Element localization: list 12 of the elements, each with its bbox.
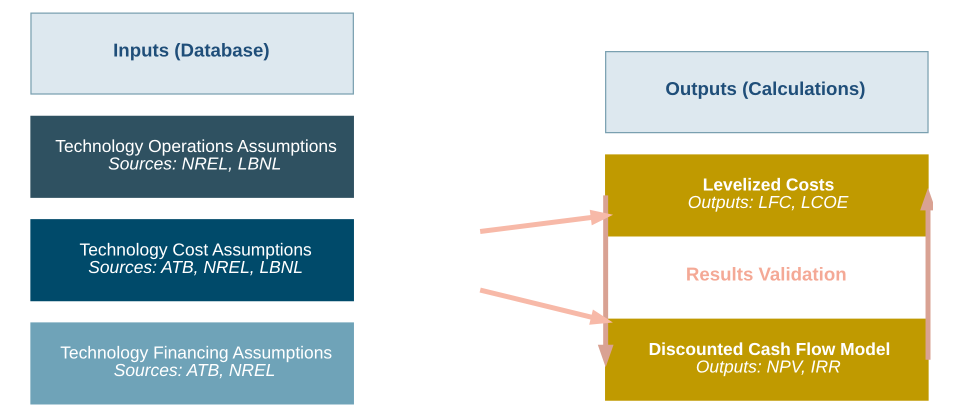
node-box: Technology Financing Assumptions Sources: ATB, NREL [30,322,354,405]
node-box: Technology Operations Assumptions Sources: NREL, LBNL [30,116,354,198]
node-box: Inputs (Database) [30,12,354,95]
label: Results Validation [685,264,846,285]
node-box: Technology Cost Assumptions Sources: ATB, NREL, LBNL [30,219,354,302]
arrow [479,288,612,325]
arrow [920,188,932,360]
node-box: Outputs (Calculations) [604,51,928,134]
node-box: Discounted Cash Flow Model Outputs: NPV, IRR [604,318,928,401]
arrow [479,210,613,234]
node-box: Levelized Costs Outputs: LFC, LCOE [604,154,928,236]
arrow [597,195,614,368]
